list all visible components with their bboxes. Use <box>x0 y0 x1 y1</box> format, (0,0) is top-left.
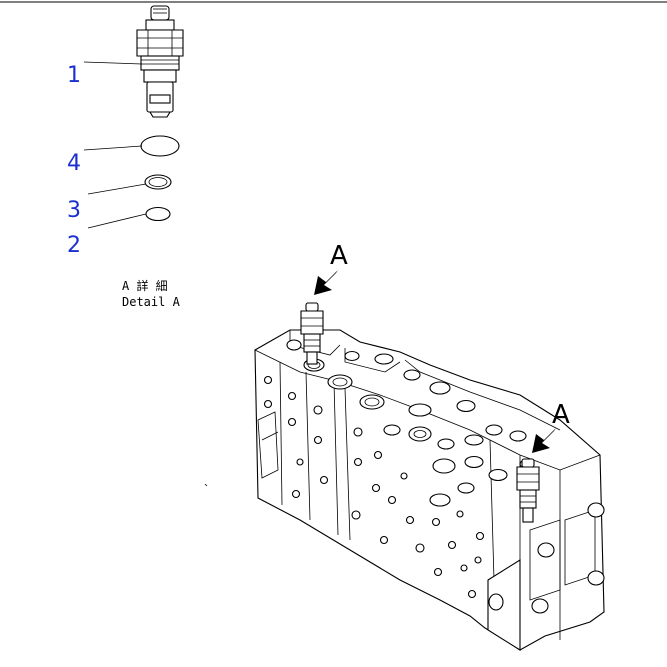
o-ring-part-2 <box>145 206 171 222</box>
backup-ring-part-3 <box>144 174 172 190</box>
view-marker-a-right: A <box>552 400 570 430</box>
leader-line-2 <box>87 213 147 229</box>
installed-cartridge-right <box>516 458 540 523</box>
callout-1: 1 <box>67 63 81 88</box>
leader-line-3 <box>87 183 147 195</box>
callout-3: 3 <box>67 198 81 223</box>
stray-mark <box>204 483 208 487</box>
installed-cartridge-left <box>300 302 324 365</box>
leader-line-1 <box>83 61 143 65</box>
callout-2: 2 <box>67 233 81 258</box>
top-ports <box>286 339 527 507</box>
valve-cartridge-part-1 <box>136 5 184 118</box>
callout-4: 4 <box>67 151 81 176</box>
view-arrow-right <box>532 428 556 453</box>
detail-title-jp: A 詳 細 <box>122 278 168 293</box>
side-holes <box>263 375 485 599</box>
o-ring-part-4 <box>140 135 180 157</box>
leader-line-4 <box>83 145 143 151</box>
view-arrow-left <box>314 270 338 295</box>
detail-title-en: Detail A <box>122 295 181 309</box>
end-plate-bolts <box>488 459 605 614</box>
view-marker-a-left: A <box>330 241 348 271</box>
control-valve-block <box>254 329 605 651</box>
